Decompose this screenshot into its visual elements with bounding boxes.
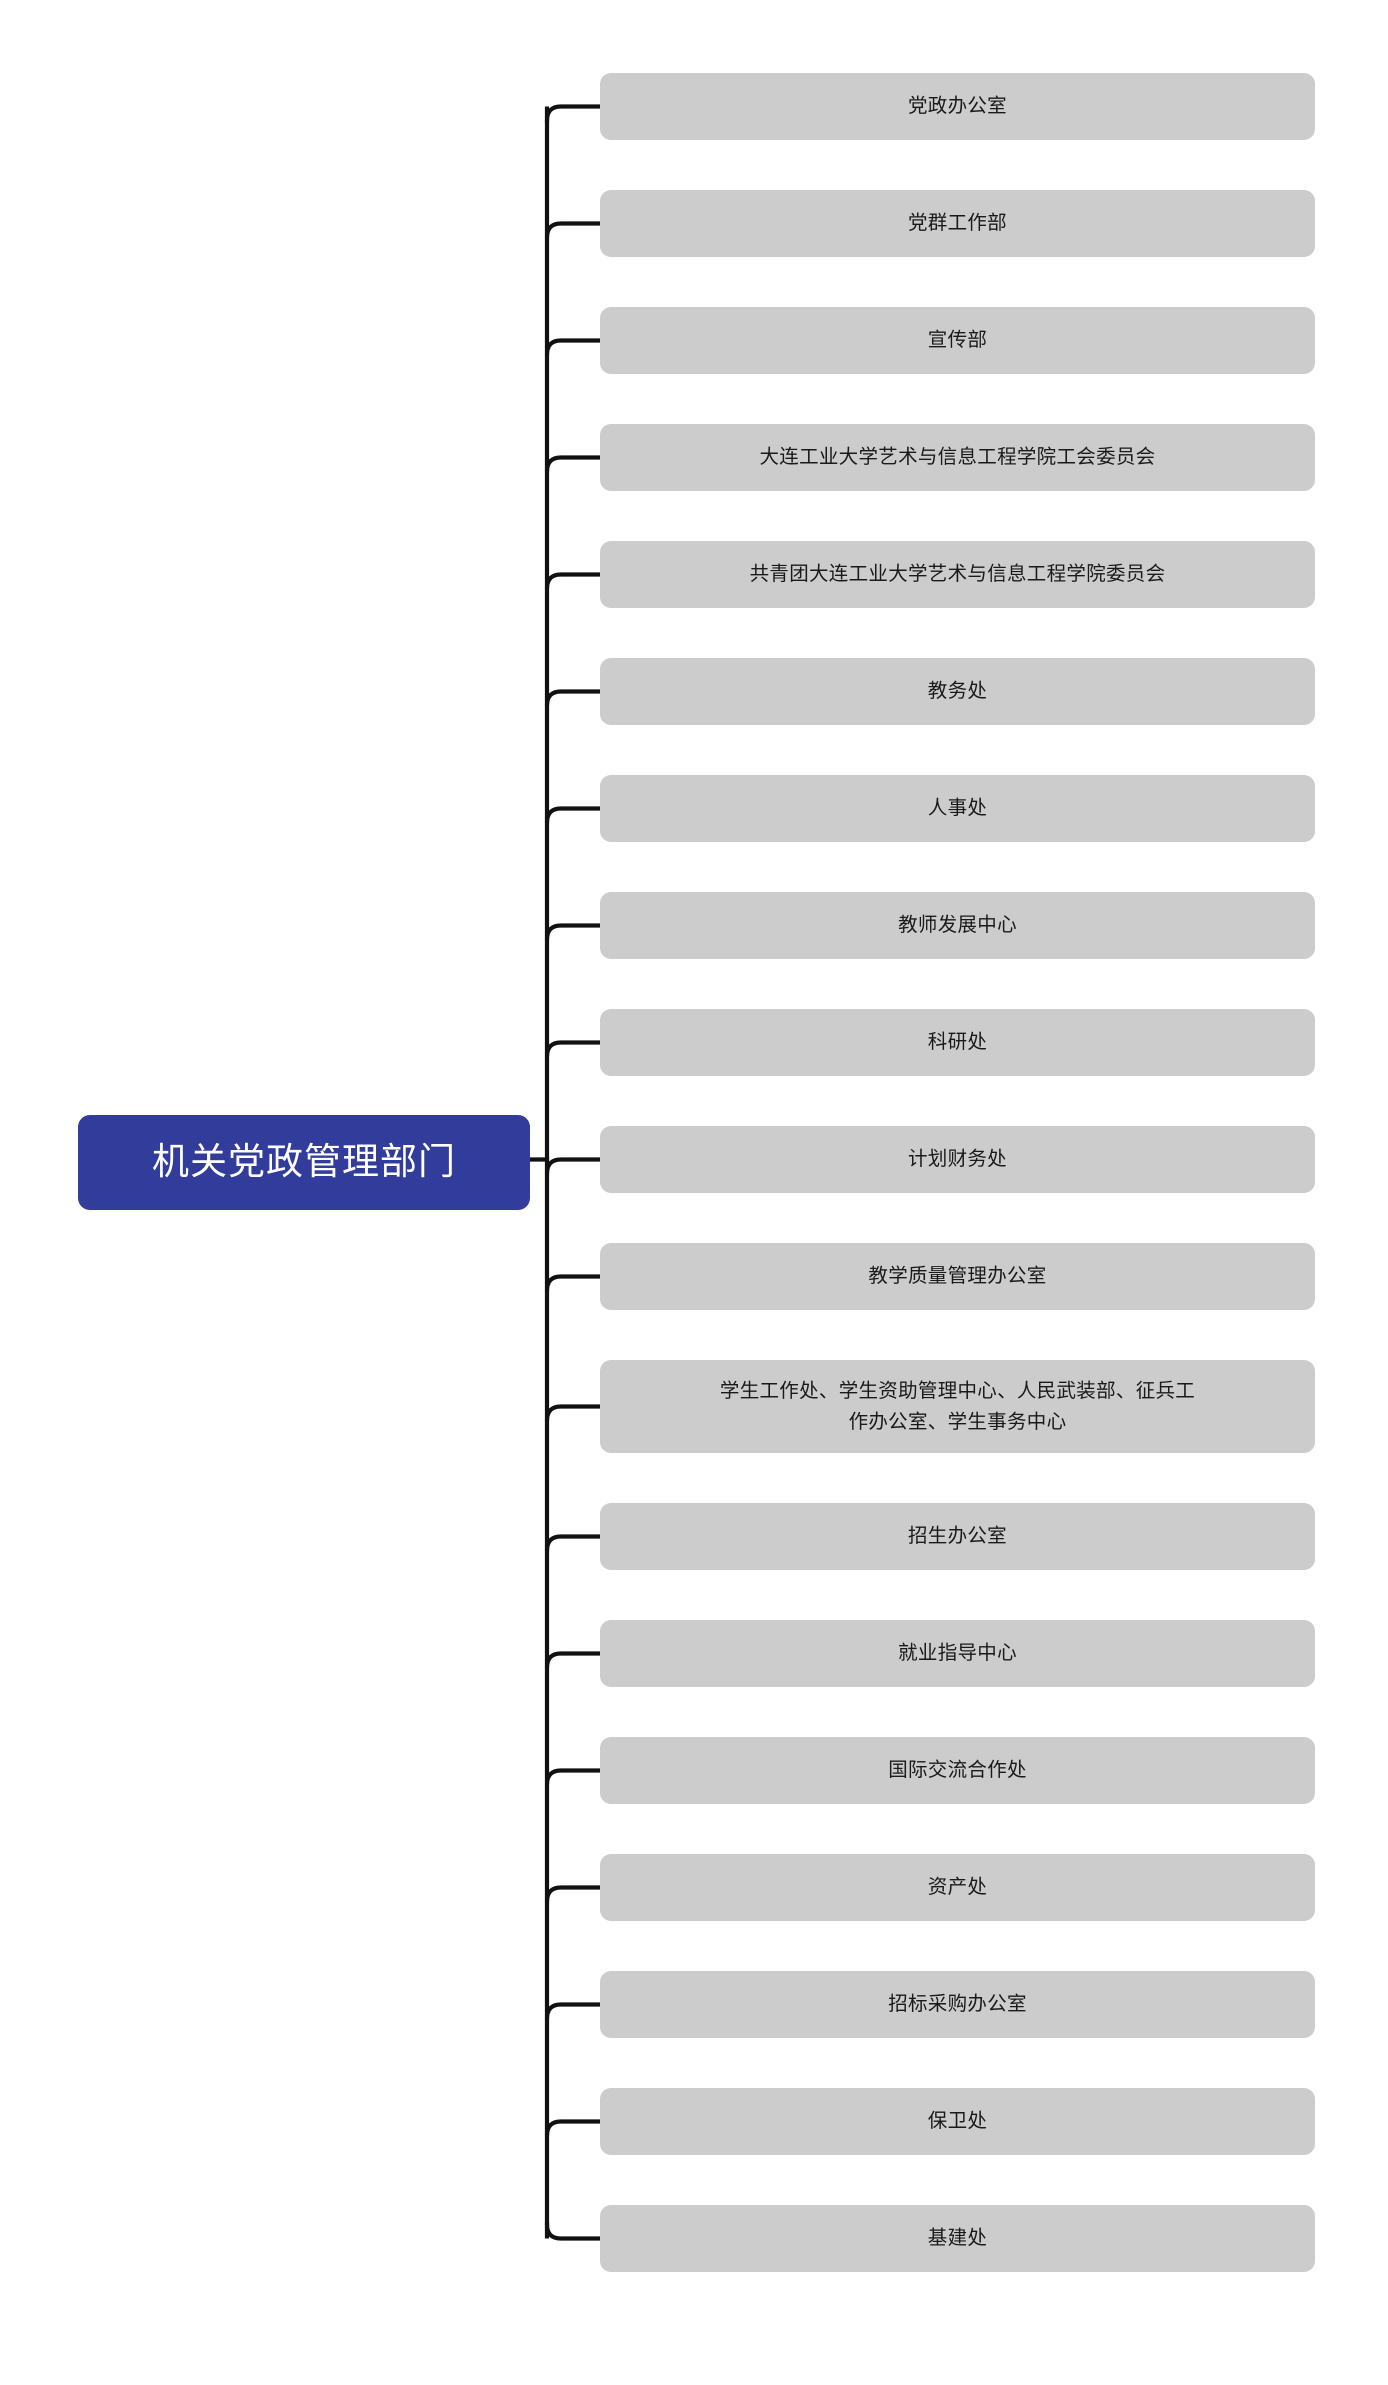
child-node-label: 党政办公室 <box>907 95 1007 118</box>
child-node[interactable]: 宣传部 <box>600 307 1315 374</box>
child-node[interactable]: 教务处 <box>600 658 1315 725</box>
child-node-label: 教学质量管理办公室 <box>868 1265 1047 1288</box>
child-node[interactable]: 党群工作部 <box>600 190 1315 257</box>
child-node[interactable]: 保卫处 <box>600 2088 1315 2155</box>
child-node[interactable]: 党政办公室 <box>600 73 1315 140</box>
child-node-label: 资产处 <box>927 1876 988 1899</box>
child-node[interactable]: 招生办公室 <box>600 1503 1315 1570</box>
root-node[interactable]: 机关党政管理部门 <box>78 1115 530 1210</box>
root-node-label: 机关党政管理部门 <box>152 1141 456 1183</box>
child-node-label: 宣传部 <box>927 329 988 352</box>
child-node[interactable]: 基建处 <box>600 2205 1315 2272</box>
child-node[interactable]: 人事处 <box>600 775 1315 842</box>
child-node[interactable]: 计划财务处 <box>600 1126 1315 1193</box>
child-node[interactable]: 就业指导中心 <box>600 1620 1315 1687</box>
child-node[interactable]: 大连工业大学艺术与信息工程学院工会委员会 <box>600 424 1315 491</box>
child-node-label: 招生办公室 <box>907 1525 1007 1548</box>
child-node-label: 学生工作处、学生资助管理中心、人民武装部、征兵工作办公室、学生事务中心 <box>719 1380 1196 1433</box>
child-node-label: 国际交流合作处 <box>888 1759 1027 1782</box>
child-node[interactable]: 共青团大连工业大学艺术与信息工程学院委员会 <box>600 541 1315 608</box>
child-node-label: 就业指导中心 <box>898 1642 1017 1665</box>
child-node-label: 计划财务处 <box>907 1148 1007 1171</box>
child-node[interactable]: 教学质量管理办公室 <box>600 1243 1315 1310</box>
child-node[interactable]: 国际交流合作处 <box>600 1737 1315 1804</box>
child-node[interactable]: 教师发展中心 <box>600 892 1315 959</box>
child-node[interactable]: 学生工作处、学生资助管理中心、人民武装部、征兵工作办公室、学生事务中心 <box>600 1360 1315 1453</box>
child-node-label: 共青团大连工业大学艺术与信息工程学院委员会 <box>749 563 1166 586</box>
child-node-label: 保卫处 <box>927 2110 988 2133</box>
child-node-label: 招标采购办公室 <box>888 1993 1027 2016</box>
child-node-label: 党群工作部 <box>907 212 1007 235</box>
child-node-label: 大连工业大学艺术与信息工程学院工会委员会 <box>759 446 1156 469</box>
child-node-label: 科研处 <box>927 1031 988 1054</box>
child-node-label: 教师发展中心 <box>898 914 1017 937</box>
child-node-label: 基建处 <box>927 2227 988 2250</box>
child-node[interactable]: 招标采购办公室 <box>600 1971 1315 2038</box>
child-node[interactable]: 资产处 <box>600 1854 1315 1921</box>
child-node[interactable]: 科研处 <box>600 1009 1315 1076</box>
child-node-label: 人事处 <box>927 797 988 820</box>
child-node-label: 教务处 <box>927 680 988 703</box>
